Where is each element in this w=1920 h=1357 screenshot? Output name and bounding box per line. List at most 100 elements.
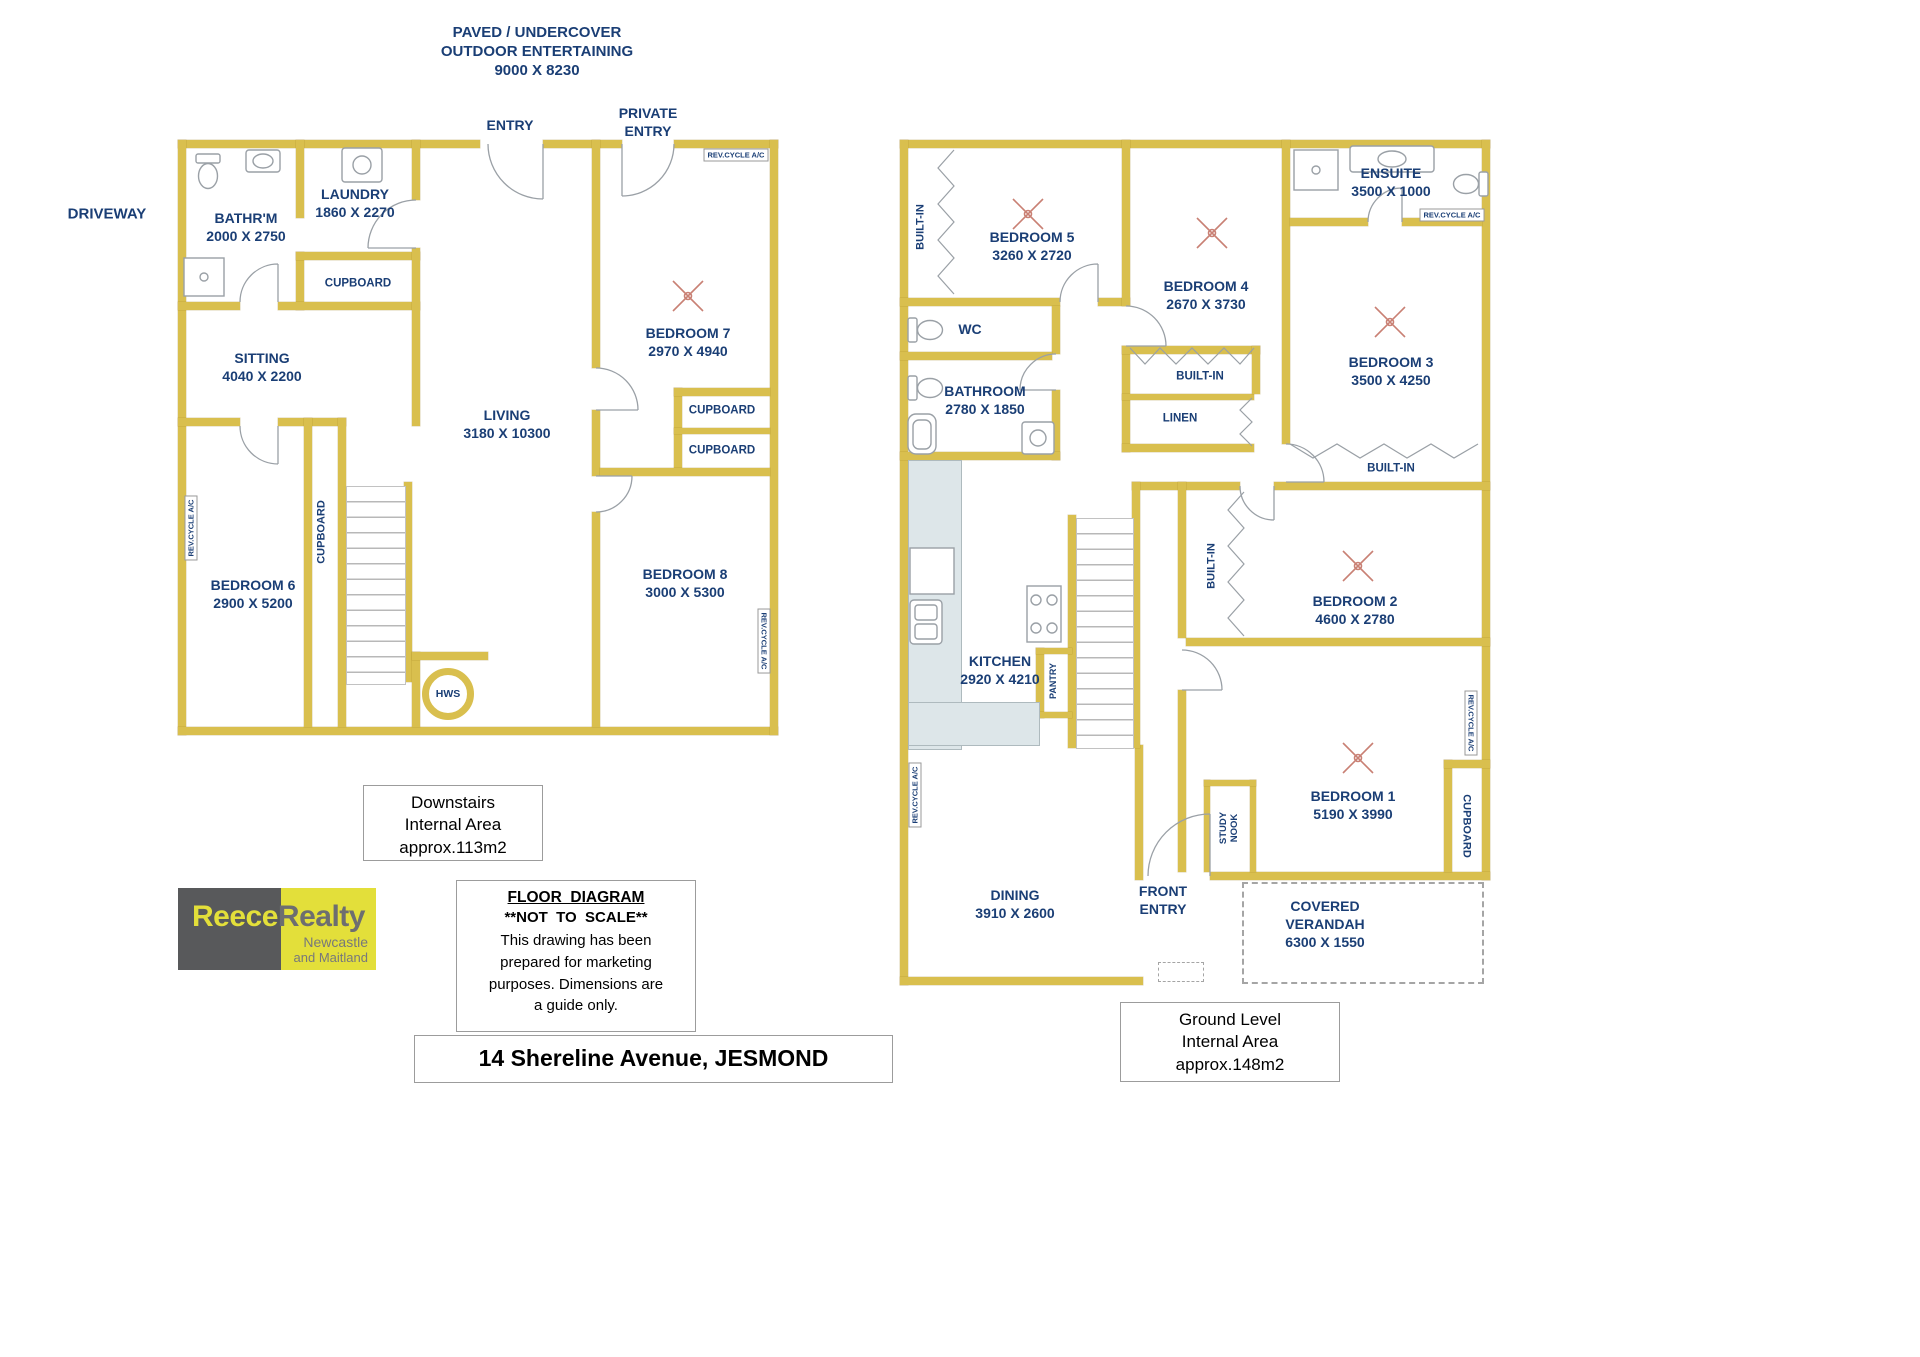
hot-water-system: HWS — [422, 668, 474, 720]
bathroom-label: BATHROOM 2780 X 1850 — [944, 383, 1026, 417]
wall — [1402, 218, 1482, 226]
bedroom1-label: BEDROOM 1 5190 X 3990 — [1310, 788, 1396, 822]
hws-label: HWS — [435, 688, 461, 700]
driveway-label: DRIVEWAY — [67, 205, 147, 223]
rev-cycle-ac-label: REV.CYCLE A/C — [1419, 208, 1485, 222]
bedroom2-label: BEDROOM 2 4600 X 2780 — [1312, 593, 1398, 627]
wall — [1122, 346, 1260, 354]
logo-subtitle-1: Newcastle — [303, 934, 368, 950]
bedroom3-label: BEDROOM 3 3500 X 4250 — [1348, 354, 1434, 388]
wall — [412, 652, 488, 660]
wall — [1122, 140, 1130, 306]
logo-brand: ReeceRealty — [192, 900, 365, 934]
front-entry-label: FRONT ENTRY — [1138, 883, 1188, 917]
bedroom5-label: BEDROOM 5 3260 X 2720 — [989, 229, 1075, 263]
builtin-bed3-label: BUILT-IN — [1367, 462, 1415, 475]
disclaimer-title: FLOOR DIAGRAM — [507, 889, 645, 906]
wall — [674, 388, 770, 396]
ensuite-label: ENSUITE 3500 X 1000 — [1351, 165, 1431, 199]
wall — [178, 140, 186, 735]
wall — [1444, 760, 1452, 872]
disclaimer-scale: **NOT TO SCALE** — [504, 909, 648, 926]
property-address: 14 Shereline Avenue, JESMOND — [414, 1035, 893, 1083]
wall — [1444, 760, 1490, 768]
rev-cycle-ac-label: REV.CYCLE A/C — [703, 148, 769, 162]
wall — [1252, 346, 1260, 394]
wall — [1482, 140, 1490, 880]
entry-label: ENTRY — [486, 117, 534, 134]
bedroom8-label: BEDROOM 8 3000 X 5300 — [642, 566, 728, 600]
logo-subtitle-2: and Maitland — [293, 950, 368, 965]
disclaimer-body: This drawing has been prepared for marke… — [488, 932, 664, 1015]
wall — [1036, 712, 1072, 718]
downstairs-area-box: Downstairs Internal Area approx.113m2 — [363, 785, 543, 861]
wall — [600, 468, 770, 476]
cupboard-laundry-label: CUPBOARD — [324, 277, 392, 290]
wall — [1282, 140, 1290, 444]
wall — [1274, 482, 1490, 490]
wall — [1122, 394, 1254, 400]
wall — [674, 140, 778, 148]
wall — [1132, 482, 1240, 490]
living-label: LIVING 3180 X 10300 — [463, 407, 551, 441]
pantry-label: PANTRY — [1047, 663, 1058, 699]
cupboard-stairs-label: CUPBOARD — [315, 500, 328, 564]
bathroom-label: BATHR'M 2000 X 2750 — [206, 210, 286, 244]
sitting-label: SITTING 4040 X 2200 — [222, 350, 302, 384]
wall — [338, 418, 346, 727]
wall — [1036, 648, 1072, 654]
cupboard-b-label: CUPBOARD — [688, 444, 756, 457]
laundry-label: LAUNDRY 1860 X 2270 — [315, 186, 395, 220]
wall — [674, 428, 770, 434]
bedroom7-label: BEDROOM 7 2970 X 4940 — [645, 325, 731, 359]
wall — [900, 298, 1060, 306]
cupboard-bed1-label: CUPBOARD — [1460, 794, 1473, 858]
builtin-bed2-label: BUILT-IN — [1205, 543, 1218, 589]
wall — [1204, 780, 1210, 872]
builtin-bed5-label: BUILT-IN — [914, 204, 927, 250]
wall — [900, 352, 1052, 360]
wall — [1250, 780, 1256, 872]
wall — [178, 302, 240, 310]
dining-label: DINING 3910 X 2600 — [975, 887, 1055, 921]
verandah-label: COVERED VERANDAH 6300 X 1550 — [1285, 898, 1365, 950]
wall — [1052, 306, 1060, 354]
ground-area-box: Ground Level Internal Area approx.148m2 — [1120, 1002, 1340, 1082]
study-nook-label: STUDY NOOK — [1218, 811, 1240, 845]
wall — [900, 140, 908, 985]
disclaimer-box: FLOOR DIAGRAM **NOT TO SCALE** This draw… — [456, 880, 696, 1032]
wall — [900, 452, 1060, 460]
builtin-bed4-label: BUILT-IN — [1176, 370, 1224, 383]
staircase — [1076, 518, 1134, 749]
wall — [770, 140, 778, 735]
logo-brand-right: Realty — [277, 900, 366, 933]
wall — [1290, 218, 1368, 226]
wall — [1210, 872, 1490, 880]
entry-steps — [1158, 962, 1204, 982]
reece-realty-logo: ReeceRealty Newcastle and Maitland — [178, 888, 376, 970]
wall — [412, 652, 420, 727]
private-entry-label: PRIVATE ENTRY — [618, 105, 678, 139]
outdoor-entertaining-label: PAVED / UNDERCOVER OUTDOOR ENTERTAINING … — [440, 24, 634, 80]
wall — [1186, 638, 1490, 646]
wall — [1135, 745, 1143, 880]
rev-cycle-ac-label: REV.CYCLE A/C — [757, 608, 771, 674]
wc-label: WC — [958, 321, 982, 338]
wall — [1204, 780, 1256, 786]
wall — [1122, 444, 1254, 452]
logo-brand-left: Reece — [192, 900, 278, 933]
logo-yellow-block — [281, 888, 376, 970]
kitchen-label: KITCHEN 2920 X 4210 — [960, 653, 1040, 687]
wall — [1178, 482, 1186, 638]
staircase — [346, 486, 406, 685]
bedroom4-label: BEDROOM 4 2670 X 3730 — [1163, 278, 1249, 312]
bedroom6-label: BEDROOM 6 2900 X 5200 — [210, 577, 296, 611]
rev-cycle-ac-label: REV.CYCLE A/C — [1464, 690, 1478, 756]
wall — [592, 512, 600, 727]
wall — [1178, 690, 1186, 872]
wall — [404, 482, 412, 682]
rev-cycle-ac-label: REV.CYCLE A/C — [184, 495, 198, 561]
